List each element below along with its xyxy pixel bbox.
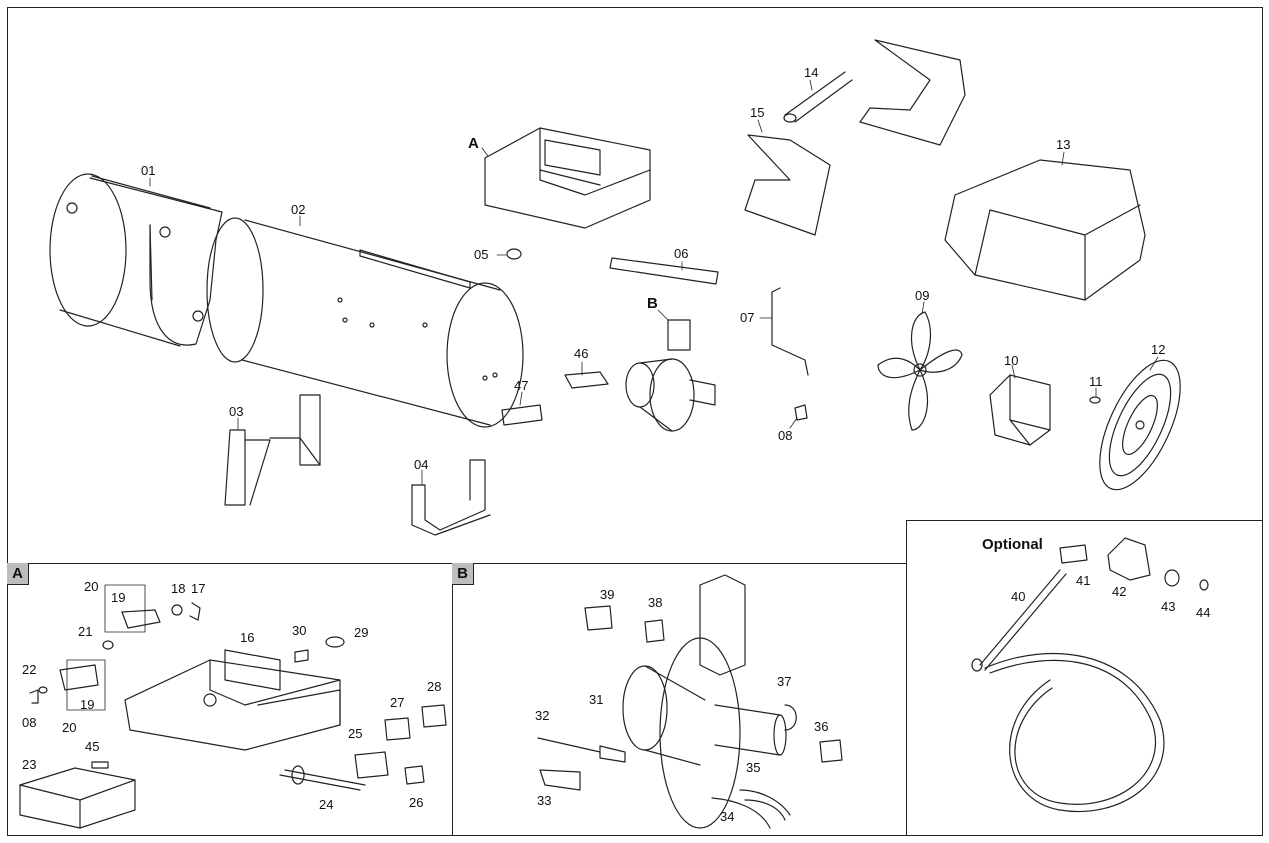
- part-07-rod: [772, 288, 808, 375]
- part-02-body-cylinder: [207, 218, 523, 427]
- callout-01: 01: [141, 163, 156, 178]
- part-06-strip: [610, 258, 718, 284]
- panel-a-frame: [7, 563, 453, 836]
- callout-b-34: 34: [720, 809, 735, 824]
- callout-b-36: 36: [814, 719, 829, 734]
- callout-a-26: 26: [409, 795, 424, 810]
- callout-13: 13: [1056, 137, 1071, 152]
- callout-b-39: 39: [600, 587, 615, 602]
- part-09-fan: [878, 312, 962, 430]
- callout-opt-42: 42: [1112, 584, 1127, 599]
- callout-b-38: 38: [648, 595, 663, 610]
- callout-15: 15: [750, 105, 765, 120]
- callout-05: 05: [474, 247, 489, 262]
- part-a-bracket-assembly: [485, 128, 650, 228]
- callout-a-17: 17: [191, 581, 206, 596]
- callout-opt-43: 43: [1161, 599, 1176, 614]
- panel-b-tag: B: [452, 563, 474, 585]
- part-04-stand: [412, 460, 490, 535]
- part-46-plate: [565, 372, 608, 388]
- callout-a-19-bottom: 19: [80, 697, 95, 712]
- panel-a-tag: A: [7, 563, 29, 585]
- callout-opt-41: 41: [1076, 573, 1091, 588]
- part-15-bracket: [745, 135, 830, 235]
- part-11-nut: [1090, 397, 1100, 403]
- panel-b-drawing: [538, 575, 842, 828]
- callout-opt-44: 44: [1196, 605, 1211, 620]
- callout-a-45: 45: [85, 739, 100, 754]
- callout-04: 04: [414, 457, 429, 472]
- callout-a-27: 27: [390, 695, 405, 710]
- callout-a-22: 22: [22, 662, 37, 677]
- panel-optional-frame: [906, 520, 1263, 836]
- callout-a-19-top: 19: [111, 590, 126, 605]
- callout-02: 02: [291, 202, 306, 217]
- callout-a-30: 30: [292, 623, 307, 638]
- callout-a-21: 21: [78, 624, 93, 639]
- callout-10: 10: [1004, 353, 1019, 368]
- callout-a-08: 08: [22, 715, 37, 730]
- callout-a-24: 24: [319, 797, 334, 812]
- callout-a-20-top: 20: [84, 579, 99, 594]
- part-01-front-shell: [50, 174, 222, 346]
- callout-a-16: 16: [240, 630, 255, 645]
- panel-b-frame: [452, 563, 907, 836]
- callout-a-29: 29: [354, 625, 369, 640]
- callout-a-20-bottom: 20: [62, 720, 77, 735]
- callout-b-31: 31: [589, 692, 604, 707]
- callout-07: 07: [740, 310, 755, 325]
- panel-optional-drawing: [972, 538, 1208, 812]
- marker-b: B: [647, 295, 658, 312]
- callout-12: 12: [1151, 342, 1166, 357]
- callout-b-37: 37: [777, 674, 792, 689]
- part-12-fan-grill: [1083, 349, 1197, 501]
- leader-lines: [150, 80, 1158, 485]
- callout-b-33: 33: [537, 793, 552, 808]
- part-14-tube: [784, 72, 852, 122]
- callout-b-32: 32: [535, 708, 550, 723]
- marker-a: A: [468, 135, 479, 152]
- part-05-grommet: [507, 249, 521, 259]
- callout-a-25: 25: [348, 726, 363, 741]
- callout-a-23: 23: [22, 757, 37, 772]
- part-08-fitting: [795, 405, 807, 420]
- callout-09: 09: [915, 288, 930, 303]
- optional-title: Optional: [982, 536, 1043, 553]
- callout-46: 46: [574, 346, 589, 361]
- callout-a-18: 18: [171, 581, 186, 596]
- callout-06: 06: [674, 246, 689, 261]
- part-upper-bracket: [860, 40, 965, 145]
- part-10-motor: [990, 375, 1050, 445]
- callout-b-35: 35: [746, 760, 761, 775]
- callout-47: 47: [514, 378, 529, 393]
- part-13-housing: [945, 160, 1145, 300]
- part-47-plate: [502, 405, 542, 425]
- part-b-burner-assembly: [626, 320, 715, 431]
- callout-a-28: 28: [427, 679, 442, 694]
- callout-03: 03: [229, 404, 244, 419]
- callout-11: 11: [1089, 374, 1103, 389]
- callout-14: 14: [804, 65, 819, 80]
- callout-opt-40: 40: [1011, 589, 1026, 604]
- callout-08: 08: [778, 428, 793, 443]
- panel-a-drawing: [20, 585, 446, 828]
- part-03-legs: [225, 395, 320, 505]
